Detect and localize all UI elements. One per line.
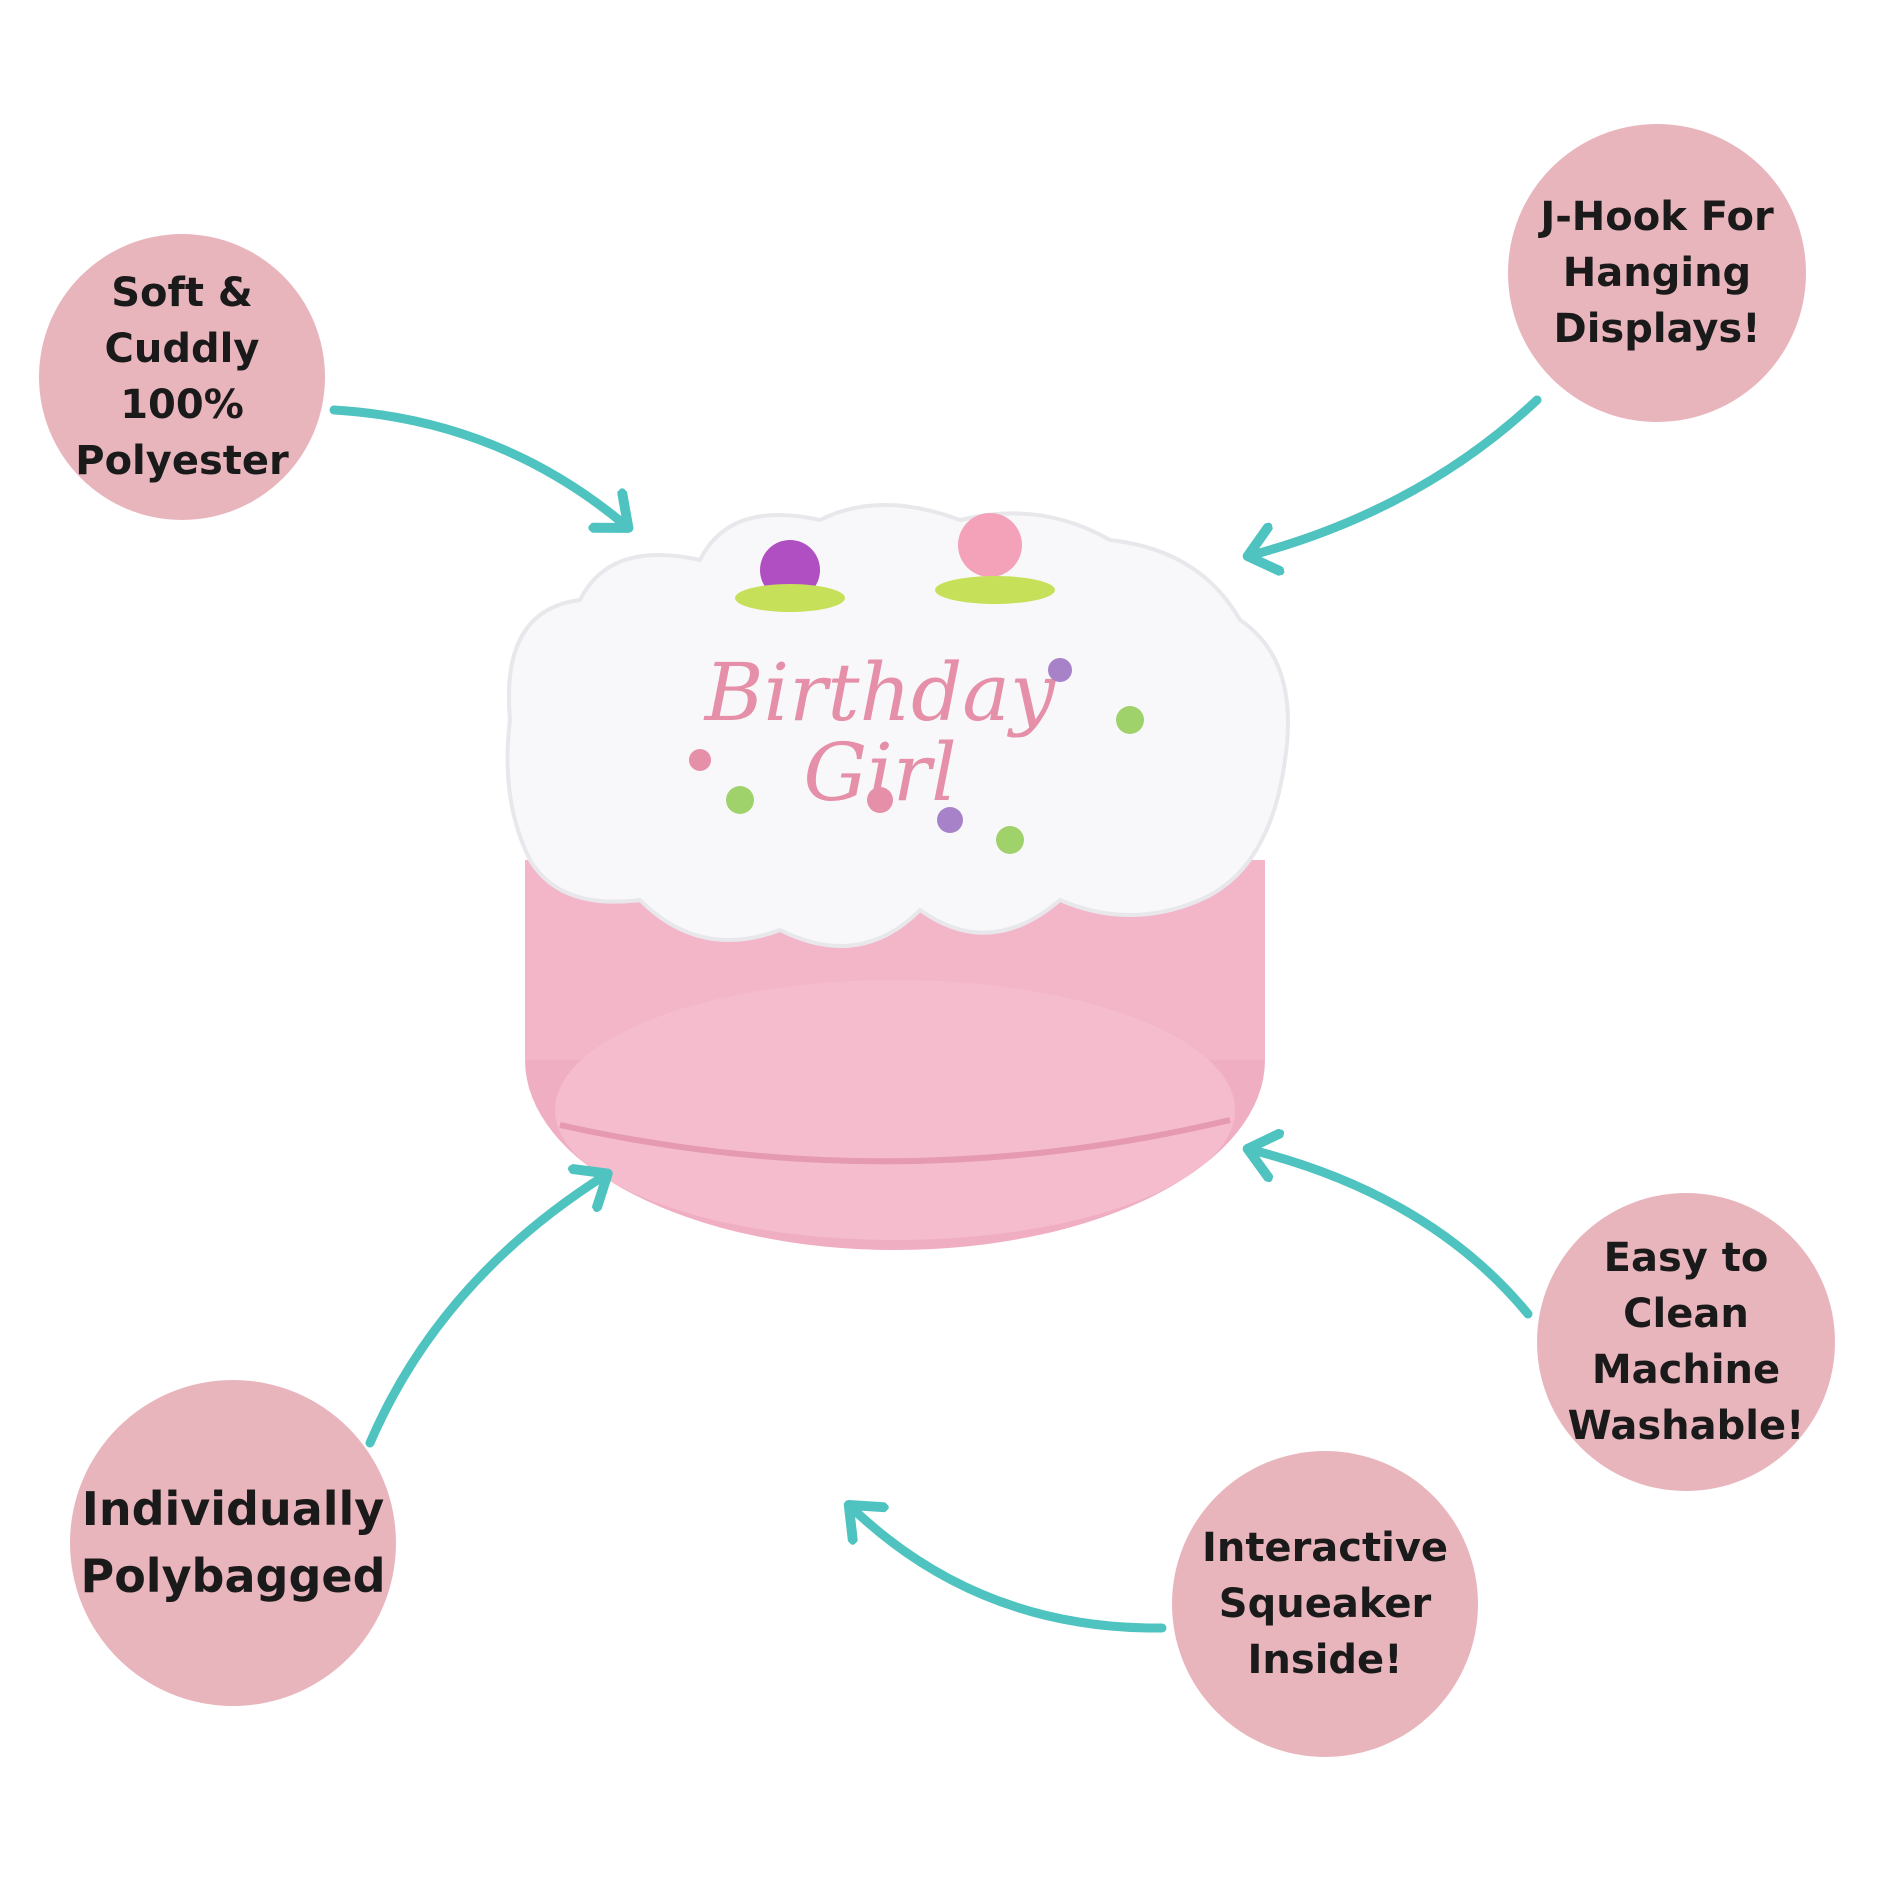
feature-badge-polybagged: Individually Polybagged <box>70 1380 396 1706</box>
arrow-clean-to-cake <box>1252 1150 1533 1319</box>
feature-badge-soft-cuddly: Soft & Cuddly 100% Polyester <box>39 234 325 520</box>
feature-text: Soft & Cuddly 100% Polyester <box>75 270 289 484</box>
feature-text: Individually Polybagged <box>80 1482 386 1603</box>
feature-text: J-Hook For Hanging Displays! <box>1540 194 1774 352</box>
feature-badge-j-hook: J-Hook For Hanging Displays! <box>1508 124 1806 422</box>
arrow-soft-to-cake <box>329 405 625 525</box>
feature-text: Interactive Squeaker Inside! <box>1201 1525 1449 1683</box>
feature-badge-easy-clean: Easy to Clean Machine Washable! <box>1537 1193 1835 1491</box>
feature-badge-squeaker: Interactive Squeaker Inside! <box>1172 1451 1478 1757</box>
arrow-polybag-to-cake <box>365 1176 604 1448</box>
arrow-jhook-to-cake <box>1252 395 1542 555</box>
arrow-squeaker-to-cake <box>852 1508 1167 1633</box>
cake-lettering: Birthday <box>703 646 1057 739</box>
cake-plush-image: Birthday Girl <box>505 503 1290 1250</box>
feature-text: Easy to Clean Machine Washable! <box>1567 1235 1805 1449</box>
